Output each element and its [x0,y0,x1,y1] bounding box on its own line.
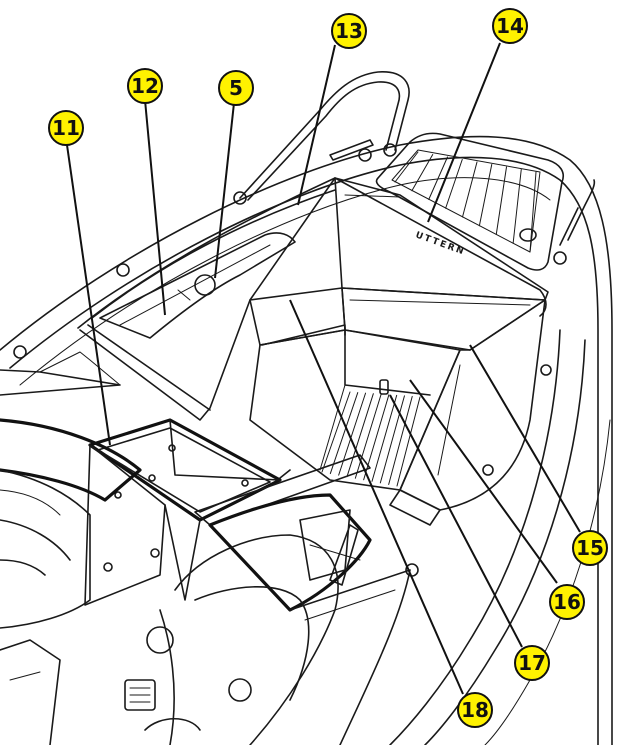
floor-slat [396,396,421,487]
floor-slat [379,395,405,484]
hull-outline [0,135,613,745]
anchor-locker-hatch [375,132,564,271]
hatch-slat [411,154,434,192]
callout-12-label: 12 [131,74,159,98]
callout-16: 16 [549,584,585,620]
callout-15-label: 15 [576,536,604,560]
floor-slat [388,395,413,485]
callout-5-circle [218,70,254,106]
hatch-slat [462,161,478,218]
callout-13-circle [331,13,367,49]
callout-11: 11 [48,110,84,146]
callout-13-label: 13 [335,19,363,43]
hatch-slat [394,151,419,183]
callout-17-circle [514,645,550,681]
hatch-slat [495,166,507,235]
callout-15-circle [572,530,608,566]
callout-12: 12 [127,68,163,104]
callout-16-label: 16 [553,590,581,614]
floor-slat [371,394,398,482]
callout-18: 18 [457,692,493,728]
hatch-slat [529,171,537,253]
floor-slat [354,393,382,479]
callout-11-circle [48,110,84,146]
floor-well [249,324,461,491]
callout-13: 13 [331,13,367,49]
callout-17-label: 17 [518,651,546,675]
gunwale-deck [77,177,547,329]
port-side-structure [0,351,142,745]
callout-12-circle [127,68,163,104]
floor-slat [346,393,374,478]
hatch-slat [512,169,522,244]
hatch-slat [478,164,493,227]
hatch-slat [428,156,448,200]
callout-18-label: 18 [461,698,489,722]
callout-14: 14 [492,8,528,44]
callout-18-circle [457,692,493,728]
hatch-slat [445,159,463,209]
brand-mark-text: UTTERN [414,230,467,257]
callout-leaders [65,42,581,695]
callout-5: 5 [218,70,254,106]
callout-14-circle [492,8,528,44]
callout-bubbles: 11 12 5 13 14 15 [48,8,608,728]
console-windscreen [84,418,371,606]
callout-5-label: 5 [229,76,243,100]
bow-rail [239,71,596,246]
callout-17: 17 [514,645,550,681]
callout-16-circle [549,584,585,620]
callout-14-label: 14 [496,14,524,38]
floor-slat [321,391,351,473]
callout-15: 15 [572,530,608,566]
callout-11-label: 11 [52,116,80,140]
helm-console [124,493,411,745]
floor-slat [329,392,359,475]
bow-cleats [13,139,567,577]
